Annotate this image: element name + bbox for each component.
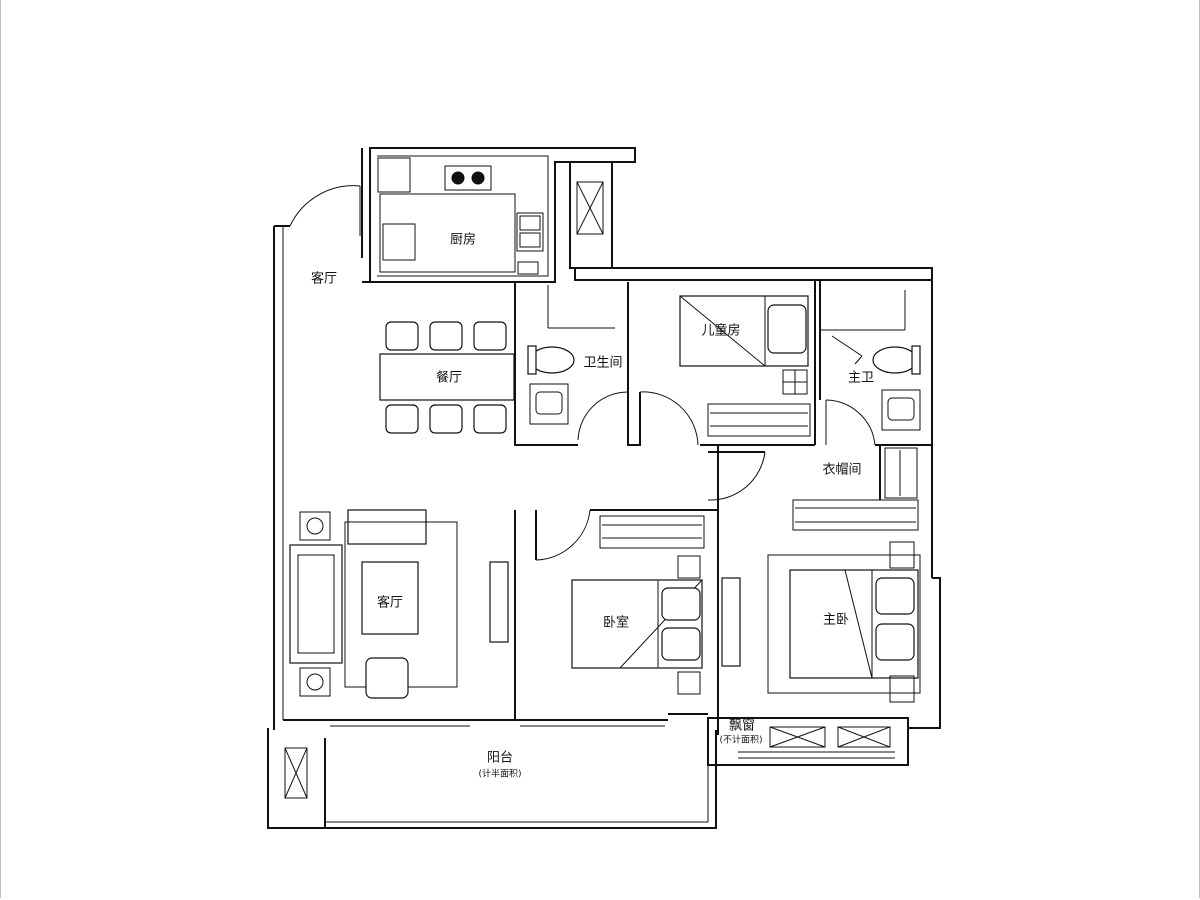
- room-label-kitchen: 厨房: [449, 232, 477, 248]
- outer-walls: [267, 147, 941, 829]
- dining-set: [379, 321, 515, 434]
- kitchen-fixtures: [377, 157, 544, 275]
- interior-walls: [362, 280, 932, 735]
- doors: [289, 185, 876, 561]
- room-note-bay-window: (不计面积): [719, 735, 763, 746]
- room-label-dining: 餐厅: [435, 370, 463, 386]
- cloakroom-wardrobes: [792, 447, 919, 531]
- master-bedroom-furniture: [767, 541, 921, 703]
- room-label-kids-room: 儿童房: [701, 323, 741, 339]
- room-label-master-bath: 主卫: [847, 370, 875, 386]
- room-label-bedroom: 卧室: [602, 615, 630, 631]
- room-note-balcony: (计半面积): [478, 769, 522, 780]
- bathroom-fixtures: [527, 335, 921, 431]
- kids-room-furniture: [679, 295, 811, 437]
- room-label-living-sofa: 客厅: [376, 595, 404, 611]
- room-label-balcony: 阳台: [486, 750, 514, 766]
- room-label-bathroom: 卫生间: [583, 355, 623, 371]
- living-room-furniture: [289, 509, 509, 699]
- wardrobe-hangers: [710, 412, 808, 427]
- room-label-master-bedroom: 主卧: [822, 612, 850, 628]
- room-label-cloakroom: 衣帽间: [822, 462, 862, 478]
- bedroom-furniture: [571, 515, 741, 695]
- room-label-living-top: 客厅: [310, 271, 338, 287]
- room-label-bay-window: 飘窗: [728, 718, 756, 734]
